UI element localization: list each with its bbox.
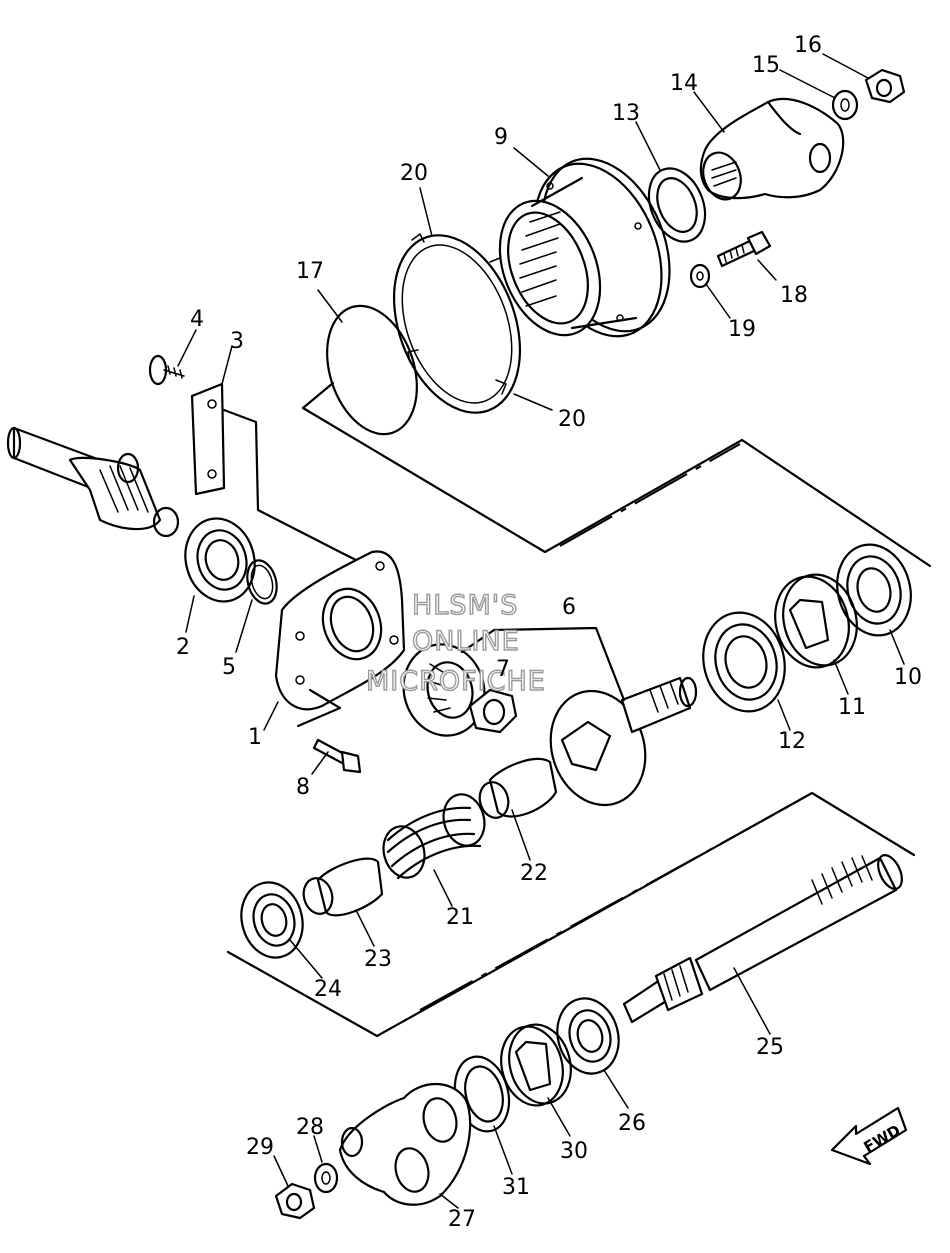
part-label-5: 5 [222, 655, 236, 680]
watermark-line-3: MICROFICHE [366, 666, 546, 697]
spring-21 [382, 793, 486, 880]
bearing-housing [498, 157, 671, 338]
part-label-28: 28 [296, 1115, 324, 1140]
watermark-line-1: HLSM'S [412, 590, 518, 621]
carrier-1 [274, 550, 406, 728]
washer-19 [689, 263, 711, 289]
part-label-2: 2 [176, 635, 190, 660]
part-label-31: 31 [502, 1175, 530, 1200]
part-label-26: 26 [618, 1111, 646, 1136]
part-label-3: 3 [230, 329, 244, 354]
bearing-12 [702, 611, 786, 713]
part-label-17: 17 [296, 259, 324, 284]
part-label-13: 13 [612, 101, 640, 126]
nut-16 [864, 68, 906, 104]
part-label-10: 10 [894, 665, 922, 690]
ring-nut-30 [500, 1023, 572, 1107]
part-label-15: 15 [752, 53, 780, 78]
bearing-2 [184, 517, 256, 603]
oil-seal-upper [647, 167, 707, 243]
washer-28 [313, 1162, 339, 1194]
part-label-24: 24 [314, 977, 342, 1002]
part-label-30: 30 [560, 1139, 588, 1164]
part-label-23: 23 [364, 947, 392, 972]
yoke-upper [699, 97, 845, 201]
centerline-lower [419, 799, 801, 1011]
input-shaft [6, 426, 180, 538]
part-label-9: 9 [494, 125, 508, 150]
leader-lines [177, 53, 905, 1209]
bracket-6 [460, 626, 626, 702]
watermark-line-2: ONLINE [412, 626, 520, 657]
part-label-27: 27 [448, 1207, 476, 1232]
bearing-24 [240, 881, 304, 959]
fwd-arrow-icon: FWD [830, 1106, 908, 1166]
nut-29 [274, 1182, 316, 1220]
bolt-8 [312, 738, 362, 774]
yoke-lower-27 [338, 1082, 472, 1206]
centerline-upper [559, 443, 741, 547]
part-label-19: 19 [728, 317, 756, 342]
part-label-20-lower: 20 [558, 407, 586, 432]
part-label-25: 25 [756, 1035, 784, 1060]
part-label-1: 1 [248, 725, 262, 750]
screw-4 [148, 354, 185, 386]
plate-3 [190, 382, 374, 570]
washer-15 [831, 89, 859, 121]
part-label-20-upper: 20 [400, 161, 428, 186]
part-label-29: 29 [246, 1135, 274, 1160]
o-ring-5 [246, 559, 278, 605]
part-label-14: 14 [670, 71, 698, 96]
output-shaft-25 [622, 854, 903, 1024]
nut-gear [468, 688, 518, 734]
sleeve-22 [478, 757, 558, 819]
bearing-10 [836, 543, 912, 637]
part-label-16: 16 [794, 33, 822, 58]
part-label-22: 22 [520, 861, 548, 886]
pinion-gear-7 [402, 643, 486, 737]
part-number-labels: 1 2 3 4 5 6 7 8 9 10 11 12 13 14 15 16 1… [176, 33, 922, 1232]
part-label-7: 7 [496, 657, 510, 682]
bolt-18 [716, 230, 772, 268]
part-label-6: 6 [562, 595, 576, 620]
collar-23 [302, 857, 384, 917]
assembly-outline-upper [301, 381, 932, 568]
part-label-12: 12 [778, 729, 806, 754]
bearing-26 [556, 997, 620, 1075]
part-label-4: 4 [190, 307, 204, 332]
part-label-18: 18 [780, 283, 808, 308]
bevel-gear-6 [549, 676, 698, 807]
part-label-8: 8 [296, 775, 310, 800]
part-label-21: 21 [446, 905, 474, 930]
watermark: HLSM'S ONLINE MICROFICHE [365, 589, 546, 697]
gasket-disc [326, 304, 418, 436]
part-label-11: 11 [838, 695, 866, 720]
